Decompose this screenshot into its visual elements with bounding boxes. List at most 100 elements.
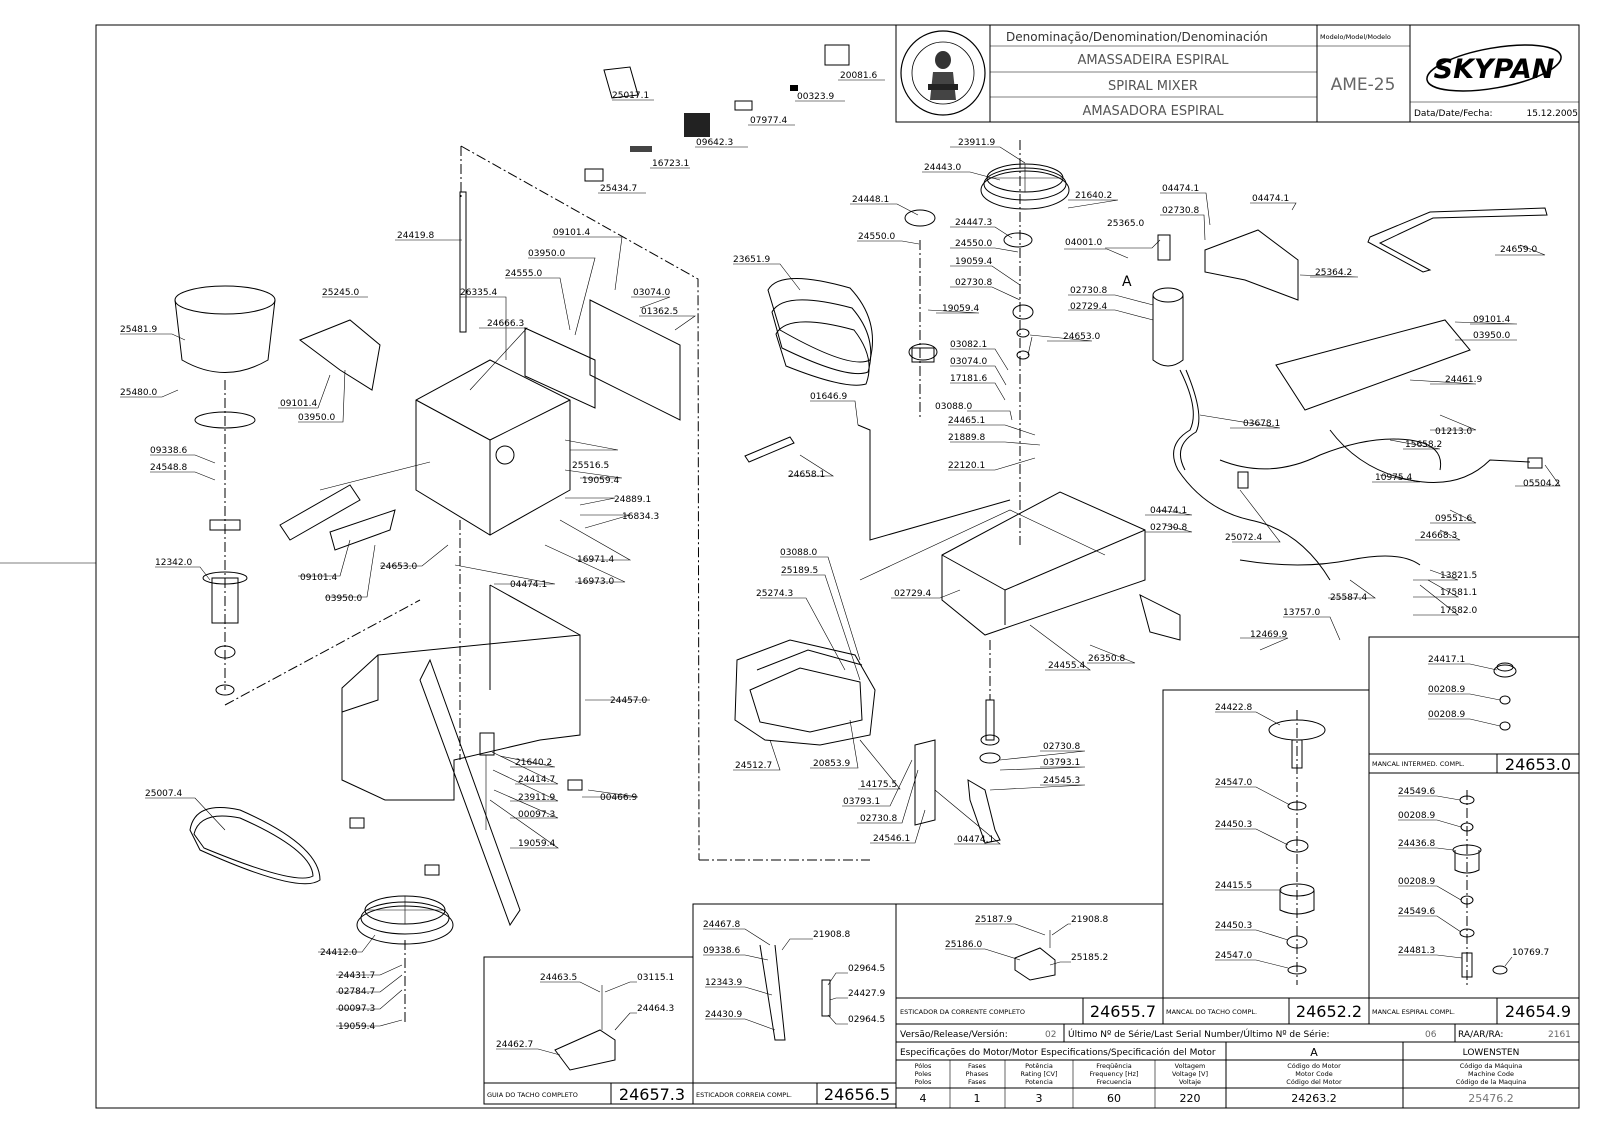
callout: 19059.4: [518, 839, 555, 849]
enclosure-dash-right: [460, 145, 700, 860]
svg-text:Potencia: Potencia: [1025, 1078, 1053, 1086]
version-label: Versão/Release/Versión:: [900, 1029, 1008, 1040]
callout: 04474.1: [957, 835, 994, 845]
callout: 07977.4: [750, 116, 787, 126]
callout: 25365.0: [1107, 219, 1144, 229]
sub-code: 24654.9: [1505, 1002, 1571, 1021]
lower-shaft: [985, 699, 995, 741]
callout: 02784.7: [338, 987, 375, 997]
sub-code: 24655.7: [1090, 1002, 1156, 1021]
bearing-ring: [209, 519, 241, 531]
bowl-bearing-housing: [211, 577, 239, 624]
v-belt-25007: [189, 807, 321, 885]
guard-rod-24659: [1367, 207, 1548, 273]
callout-labels: 25017.1 20081.6 00323.9 07977.4 09642.3 …: [120, 71, 1560, 1032]
callout: 22120.1: [948, 461, 985, 471]
callout: 04474.1: [510, 580, 547, 590]
svg-text:Voltagem: Voltagem: [1175, 1062, 1206, 1070]
callout: 00466.9: [600, 793, 637, 803]
svg-text:Machine Code: Machine Code: [1468, 1070, 1514, 1078]
skypan-logo: SKYPAN: [1426, 44, 1562, 92]
callout: 02730.8: [1150, 523, 1187, 533]
callout: 02730.8: [860, 814, 897, 824]
callout: 24455.4: [1048, 661, 1085, 671]
callout: 04474.1: [1150, 506, 1187, 516]
callout: 04474.1: [1162, 184, 1199, 194]
svg-text:Código de la Maquina: Código de la Maquina: [1456, 1078, 1526, 1086]
callout: 25072.4: [1225, 533, 1262, 543]
sub-part: 24422.8: [1215, 703, 1252, 713]
callout-letter: A: [1122, 274, 1132, 290]
callout: 12469.9: [1250, 630, 1287, 640]
callout: 16834.3: [622, 512, 659, 522]
svg-text:Fases: Fases: [968, 1078, 987, 1086]
callout: 24465.1: [948, 416, 985, 426]
callout: 12342.0: [155, 558, 192, 568]
svg-text:Código da Máquina: Código da Máquina: [1460, 1062, 1523, 1070]
callout: 24653.0: [1063, 332, 1100, 342]
callout: 00323.9: [797, 92, 834, 102]
callout: 25245.0: [322, 288, 359, 298]
callout: 00097.3: [518, 810, 555, 820]
sub-part: 24549.6: [1398, 907, 1435, 917]
sub-part: 12343.9: [705, 978, 742, 988]
callout: 03074.0: [633, 288, 670, 298]
callout: 25017.1: [612, 91, 649, 101]
serial-value: 06: [1425, 1030, 1437, 1040]
frame-box: [415, 359, 571, 536]
callout: 16723.1: [652, 159, 689, 169]
brand-col: LOWENSTEN: [1463, 1048, 1520, 1058]
callout: 13757.0: [1283, 608, 1320, 618]
svg-text:Frequency [Hz]: Frequency [Hz]: [1089, 1070, 1138, 1078]
drawing-frame: [95, 24, 1580, 1109]
callout: 03950.0: [298, 413, 335, 423]
sub-assembly-guia-tacho: GUIA DO TACHO COMPLETO 24657.3 24463.5 0…: [483, 956, 694, 1105]
motor-bracket: [1204, 229, 1299, 301]
bowl-body: [174, 299, 276, 373]
sub-part: 00208.9: [1398, 811, 1435, 821]
callout: 24414.7: [518, 775, 555, 785]
name-pt: AMASSADEIRA ESPIRAL: [1077, 53, 1229, 68]
callout: 09551.6: [1435, 514, 1472, 524]
sub-part: 10769.7: [1512, 948, 1549, 958]
callout: 09101.4: [1473, 315, 1510, 325]
label-plate-00323: [790, 85, 798, 91]
callout: 09101.4: [553, 228, 590, 238]
callout: 24550.0: [955, 239, 992, 249]
spec-phases: 1: [974, 1092, 981, 1105]
sub-assembly-esticador-correia: ESTICADOR CORREIA COMPL. 24656.5 24467.8…: [692, 903, 897, 1105]
motor-code-col: A: [1310, 1046, 1318, 1059]
svg-text:Motor Code: Motor Code: [1295, 1070, 1333, 1078]
callout: 15658.2: [1405, 440, 1442, 450]
svg-text:Código do Motor: Código do Motor: [1287, 1062, 1341, 1070]
callout: 02730.8: [955, 278, 992, 288]
sub-title: GUIA DO TACHO COMPLETO: [487, 1091, 578, 1099]
callout: 02730.8: [1043, 742, 1080, 752]
ra-label: RA/AR/RA:: [1458, 1030, 1503, 1040]
sub-code: 24652.2: [1296, 1002, 1362, 1021]
callout: 16971.4: [577, 555, 614, 565]
bowl-rim: [174, 285, 276, 315]
right-assembly-drawing: [734, 140, 1548, 844]
wire-harness: [1173, 369, 1331, 581]
chain-24658: [744, 436, 795, 463]
callout: 02729.4: [894, 589, 931, 599]
sub-title: MANCAL INTERMED. COMPL.: [1372, 760, 1465, 768]
sub-part: 21908.8: [1071, 915, 1108, 925]
sub-part: 02964.5: [848, 1015, 885, 1025]
spec-machine-code: 25476.2: [1468, 1092, 1514, 1105]
sub-part: 24430.9: [705, 1010, 742, 1020]
callout: 21640.2: [515, 758, 552, 768]
sub-assembly-mancal-tacho: MANCAL DO TACHO COMPL. 24652.2 24422.8 2…: [1162, 689, 1370, 1025]
model-label: Modelo/Model/Modelo: [1320, 33, 1391, 41]
spec-frequency: 60: [1107, 1092, 1121, 1105]
assistencia-tecnica-seal: [900, 30, 986, 116]
motor-spec-label: Especificações do Motor/Motor Especifica…: [900, 1047, 1216, 1058]
callout: 24550.0: [858, 232, 895, 242]
callout: 24448.1: [852, 195, 889, 205]
sub-part: 00208.9: [1428, 710, 1465, 720]
callout: 23911.9: [958, 138, 995, 148]
model-code: AME-25: [1331, 75, 1396, 95]
callout: 03074.0: [950, 357, 987, 367]
